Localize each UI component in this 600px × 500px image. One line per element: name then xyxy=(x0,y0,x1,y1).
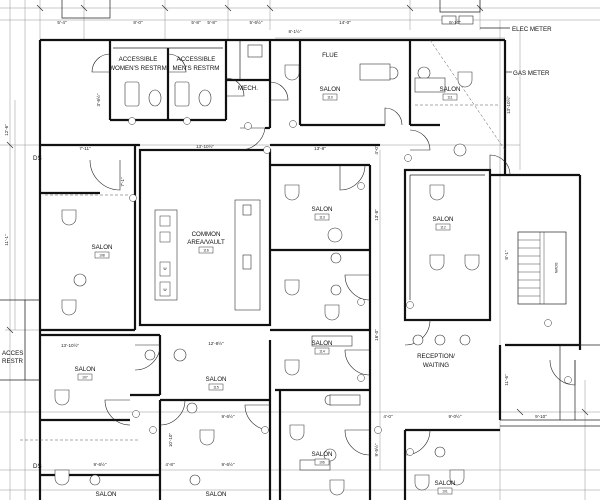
dim-r6: 9'-10" xyxy=(535,414,547,419)
dim-top-d: 5'-8" xyxy=(207,20,217,25)
room-number-111: 111 xyxy=(447,96,452,100)
dim-v12: 11'-6" xyxy=(504,374,509,386)
dim-v11: 10'-10" xyxy=(168,433,173,448)
stair: DOWN xyxy=(517,231,567,305)
dim-r5: 12'-8½" xyxy=(208,340,224,346)
dim-b4: 4'-0" xyxy=(383,414,393,419)
downspout-top-label: DS xyxy=(33,155,42,162)
room-number-101: 101 xyxy=(442,490,448,494)
dim-top-f: 14'-0" xyxy=(339,20,351,25)
dim-top-g: 8'-1½" xyxy=(289,28,302,34)
room-label-salon-112: SALON xyxy=(433,216,454,223)
downspout-bottom-label: DS xyxy=(33,463,42,470)
stair-label: DOWN xyxy=(554,263,558,274)
doors xyxy=(89,53,576,456)
room-label-partial-1: ACCES xyxy=(2,350,23,357)
dim-v9: 13'-10½" xyxy=(505,96,511,114)
room-number-114: 114 xyxy=(319,350,325,354)
room-labels: ACCESSIBLE WOMEN'S RESTRM ACCESSIBLE MEN… xyxy=(2,52,460,498)
walls xyxy=(0,38,600,500)
room-number-116: 116 xyxy=(203,249,209,253)
dim-v3: 12'-6" xyxy=(4,124,9,136)
room-label-partial-2: RESTR xyxy=(2,358,24,365)
room-number-112: 112 xyxy=(440,226,446,230)
room-number-106: 106 xyxy=(319,461,325,465)
room-label-mens-1: ACCESSIBLE xyxy=(177,56,216,63)
room-label-reception-1: RECEPTION/ xyxy=(417,353,455,360)
salon-chairs xyxy=(54,64,480,496)
room-label-salon-115: SALON xyxy=(206,376,227,383)
dim-top-b: 8'-0" xyxy=(133,20,143,25)
room-label-womens-1: ACCESSIBLE xyxy=(119,56,158,63)
room-label-common-2: AREA/VAULT xyxy=(187,239,225,246)
room-label-salon-110: SALON xyxy=(320,86,341,93)
dimension-labels: 5'-4" 8'-0" 5'-8" 5'-8" 5'-6½" 14'-0" 8'… xyxy=(4,19,547,467)
dim-r3: 13'-8" xyxy=(314,146,326,151)
door-tags xyxy=(128,117,572,456)
dim-v4: 11'-1" xyxy=(4,234,9,246)
dim-v5: 4'-0" xyxy=(374,145,379,155)
dim-r2: 13'-10½" xyxy=(196,143,214,149)
dim-r1: 7'-11" xyxy=(79,146,91,151)
dim-v1: 7'-1" xyxy=(120,177,125,187)
room-label-womens-2: WOMEN'S RESTRM xyxy=(109,65,167,72)
room-label-salon-114: SALON xyxy=(312,340,333,347)
dim-v8: 8'-1" xyxy=(504,250,509,260)
dim-top-e: 5'-6½" xyxy=(250,19,263,25)
building-outline xyxy=(61,0,481,25)
dim-v2: 3'-6½" xyxy=(95,93,101,106)
room-number-110: 110 xyxy=(327,96,333,100)
svg-text:W: W xyxy=(163,288,167,292)
room-label-common-1: COMMON xyxy=(192,231,221,238)
dim-b2: 4'-8" xyxy=(165,462,175,467)
dim-v10: 9'-5½" xyxy=(373,443,379,456)
room-number-108: 108 xyxy=(99,254,105,258)
room-number-107: 107 xyxy=(82,376,88,380)
svg-text:W: W xyxy=(163,267,167,271)
dim-b3: 9'-6½" xyxy=(222,461,235,467)
room-label-salon-105: SALON xyxy=(206,491,227,498)
dim-top-h: 9'-10" xyxy=(449,20,461,25)
room-label-salon-108: SALON xyxy=(92,244,113,251)
dim-r4: 13'-10½" xyxy=(61,342,79,348)
room-label-reception-2: WAITING xyxy=(423,362,449,369)
room-number-113: 113 xyxy=(319,216,325,220)
utility-labels: ELEC METER GAS METER DS DS xyxy=(33,26,552,470)
room-label-salon-106: SALON xyxy=(312,451,333,458)
dim-v6: 13'-8" xyxy=(374,209,379,221)
dim-top-c: 5'-8" xyxy=(191,20,201,25)
dim-v7: 16'-0" xyxy=(374,329,379,341)
dim-top-a: 5'-4" xyxy=(57,20,67,25)
fixtures: W W xyxy=(73,44,471,486)
room-number-115: 115 xyxy=(213,386,219,390)
dim-b5: 9'-0½" xyxy=(449,413,462,419)
room-label-salon-101: SALON xyxy=(435,480,456,487)
room-label-salon-104: SALON xyxy=(96,491,117,498)
dim-b6: 9'-6½" xyxy=(222,413,235,419)
room-label-salon-113: SALON xyxy=(312,206,333,213)
gas-meter-label: GAS METER xyxy=(513,70,550,77)
room-label-mens-2: MEN'S RESTRM xyxy=(173,65,220,72)
dim-b1: 9'-6½" xyxy=(94,461,107,467)
elec-meter-label: ELEC METER xyxy=(512,26,552,33)
room-label-salon-107: SALON xyxy=(75,366,96,373)
room-label-salon-111: SALON xyxy=(440,86,461,93)
room-label-mech: MECH. xyxy=(238,85,258,92)
hidden-lines xyxy=(20,39,506,441)
flue-label: FLUE xyxy=(322,52,338,59)
